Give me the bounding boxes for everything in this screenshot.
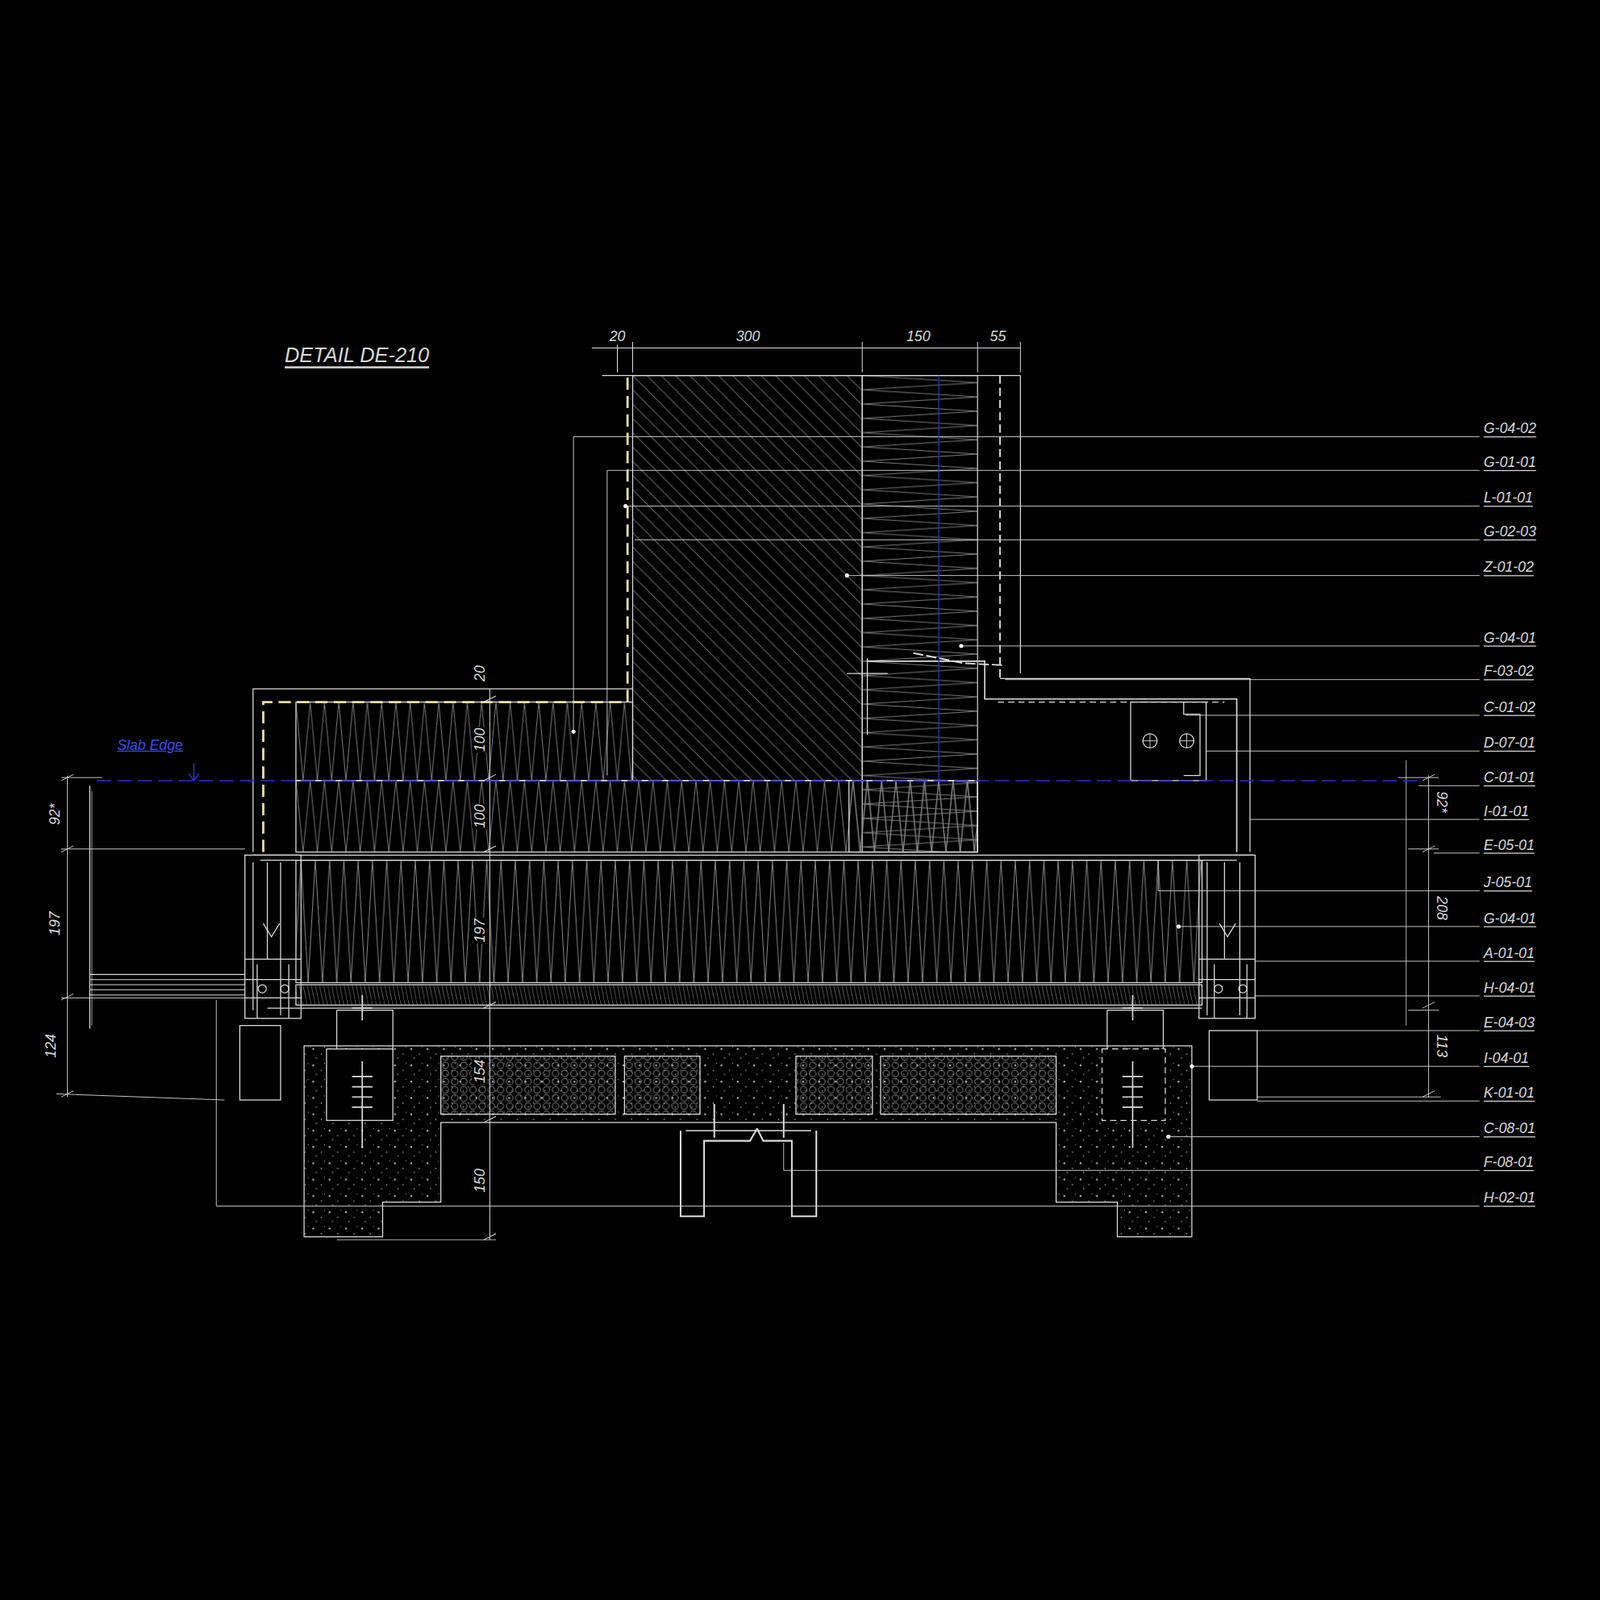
callout-code: H-02-01	[1482, 1190, 1537, 1206]
dimension-text: 150	[471, 1167, 488, 1194]
callout-code: C-01-01	[1482, 770, 1537, 786]
dimension-text: 197	[47, 910, 63, 937]
callout-code: G-04-02	[1482, 420, 1538, 437]
callout-code: G-04-01	[1482, 630, 1538, 646]
callout-code: G-01-01	[1482, 454, 1538, 471]
dimension-text: 100	[471, 803, 488, 830]
dimension-text: 300	[734, 329, 761, 345]
dimension-text: 100	[471, 726, 488, 753]
callout-code: K-01-01	[1482, 1085, 1536, 1101]
dimension-text: 55	[988, 329, 1007, 345]
callout-code: F-03-02	[1482, 663, 1535, 680]
dimension-text: 208	[1434, 895, 1450, 921]
callout-code: F-08-01	[1482, 1154, 1535, 1171]
dimension-text: 154	[471, 1058, 488, 1085]
callout-code: C-01-02	[1482, 700, 1537, 716]
callout-code: C-08-01	[1482, 1120, 1537, 1137]
dimension-text: 124	[43, 1033, 59, 1059]
dimension-text: 197	[471, 917, 488, 944]
callout-code: J-05-01	[1482, 875, 1534, 891]
dimension-text: 113	[1434, 1033, 1450, 1059]
dimension-text: 92*	[47, 802, 63, 826]
callout-code: G-04-01	[1482, 910, 1538, 926]
callout-code: Z-01-02	[1482, 559, 1535, 575]
callout-code: A-01-01	[1482, 945, 1536, 962]
callout-code: E-05-01	[1482, 837, 1536, 853]
callout-code: G-02-03	[1482, 524, 1538, 540]
callout-code: I-01-01	[1482, 804, 1530, 820]
level-label: Slab Edge	[116, 737, 184, 753]
dimension-text: 150	[905, 329, 932, 345]
dimension-text: 20	[608, 329, 626, 345]
callout-code: I-04-01	[1482, 1050, 1530, 1067]
callout-code: D-07-01	[1482, 735, 1537, 751]
callout-code: E-04-03	[1482, 1015, 1536, 1031]
dimension-text: 92*	[1434, 790, 1450, 814]
detail-title: DETAIL DE-210	[283, 345, 431, 367]
callout-code: H-04-01	[1482, 980, 1537, 996]
callout-code: L-01-01	[1482, 490, 1534, 506]
dimension-text: 20	[471, 664, 488, 683]
